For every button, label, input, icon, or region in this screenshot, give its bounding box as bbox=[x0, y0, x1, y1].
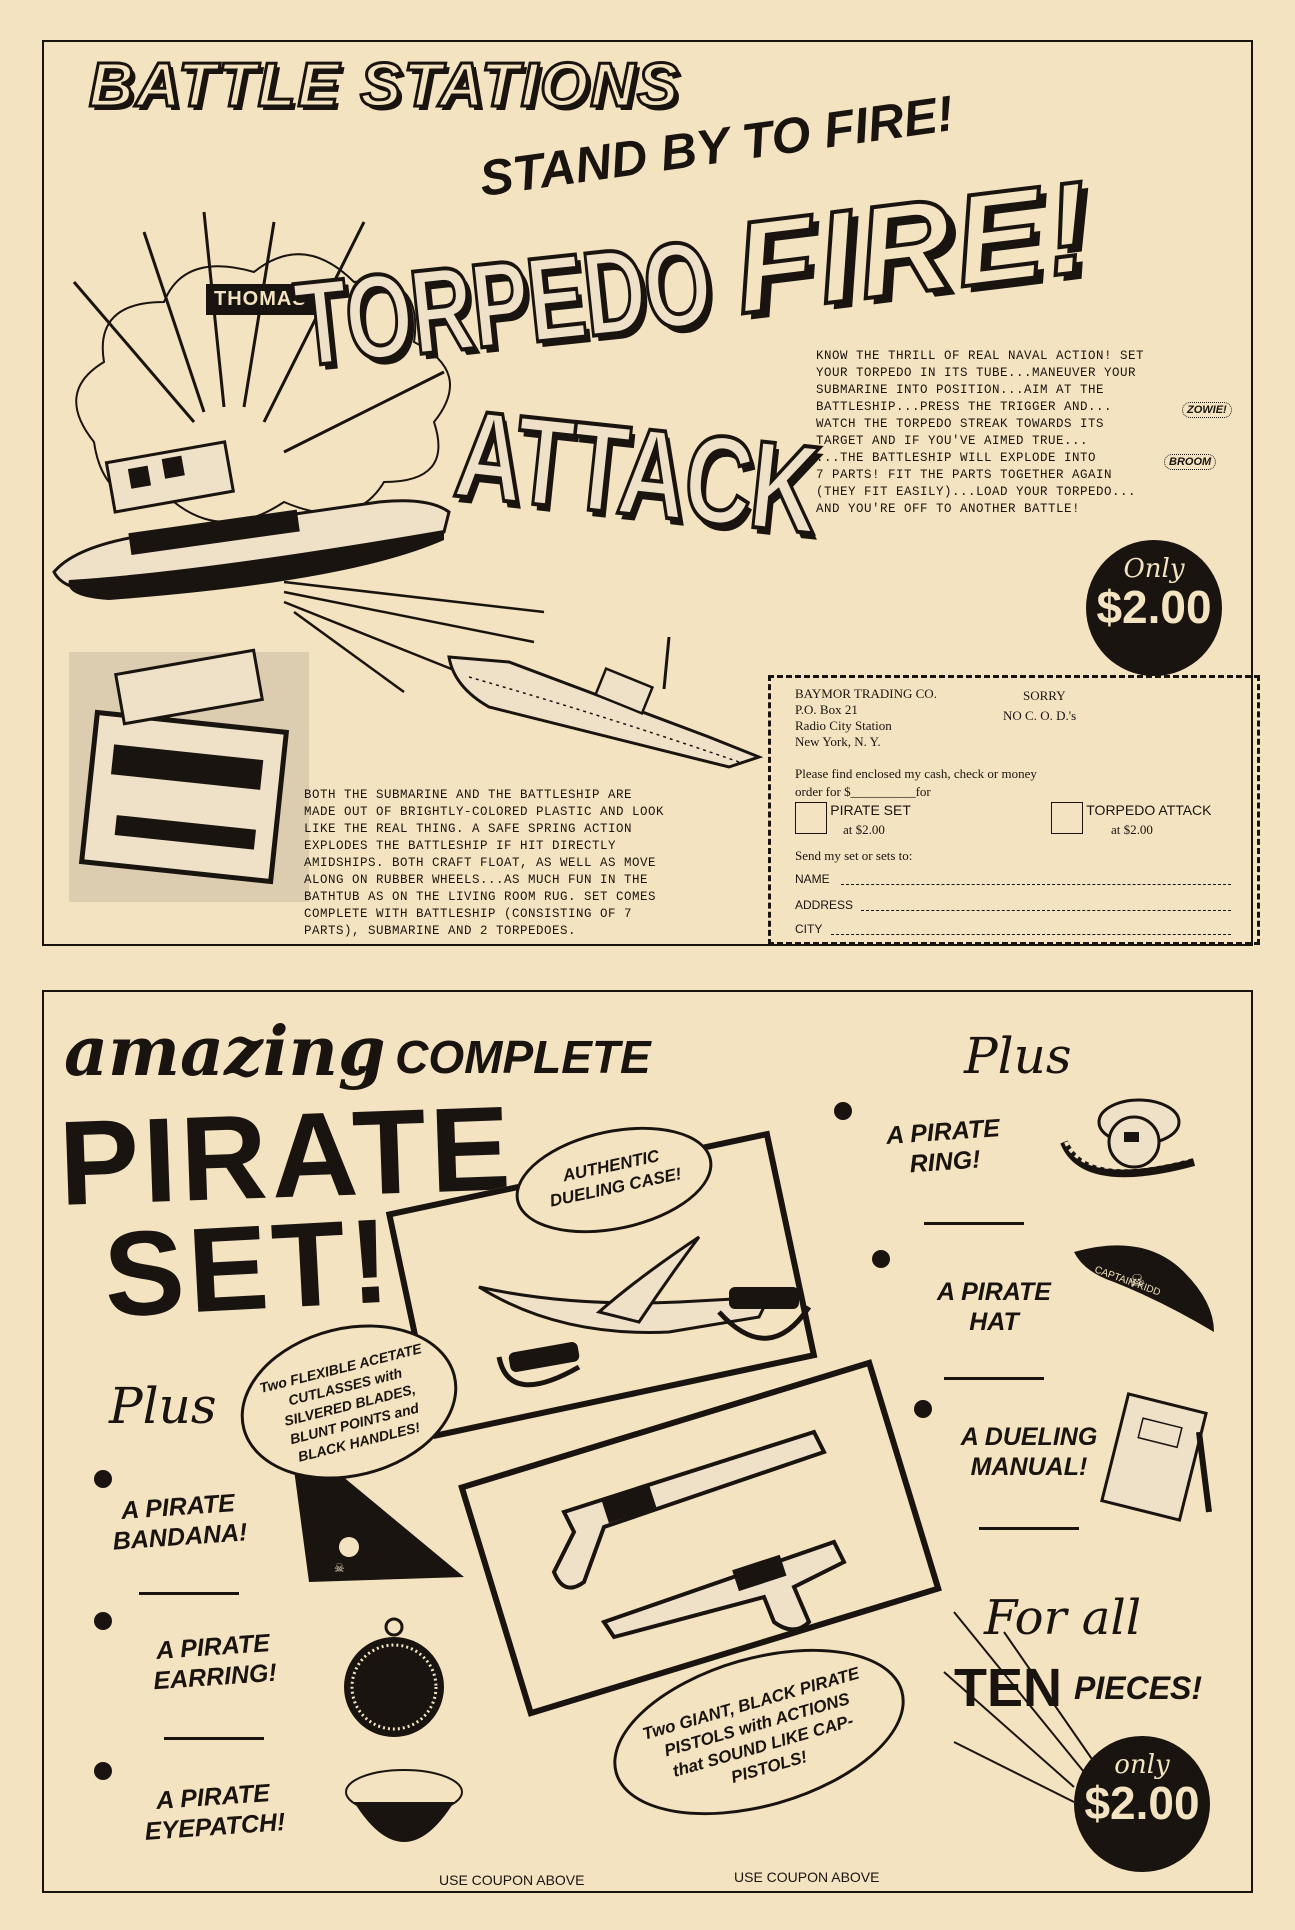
set-headline: SET! bbox=[100, 1193, 397, 1343]
plus-right: Plus bbox=[964, 1027, 1072, 1085]
torpedo-attack-ad: BATTLE STATIONS STAND BY TO FIRE! FIRE! … bbox=[42, 40, 1253, 946]
pistols-icon bbox=[551, 1429, 847, 1640]
ten-label: TEN bbox=[954, 1658, 1062, 1718]
torpedo-attack-checkbox[interactable] bbox=[1051, 802, 1083, 834]
svg-text:☠: ☠ bbox=[334, 1561, 345, 1575]
send-to-label: Send my set or sets to: bbox=[795, 848, 913, 863]
pirate-set-label: PIRATE SET bbox=[830, 802, 911, 818]
instruction-line-2: order for $__________for bbox=[795, 784, 931, 799]
pirate-set-price: at $2.00 bbox=[843, 822, 885, 837]
footer-coupon-note-1: USE COUPON ABOVE bbox=[439, 1872, 585, 1888]
bullet-dot bbox=[94, 1470, 112, 1488]
sorry-label: SORRY bbox=[1023, 688, 1066, 703]
amazing-script: amazing bbox=[64, 1012, 386, 1092]
item-bandana: A PIRATE BANDANA! bbox=[111, 1489, 249, 1556]
bullet-dot bbox=[914, 1400, 932, 1418]
pirate-hat-icon: CAPTAIN KIDD ☠ bbox=[1074, 1245, 1214, 1332]
plus-left: Plus bbox=[109, 1377, 217, 1435]
price-only-label: only bbox=[1114, 1750, 1170, 1780]
item-divider bbox=[944, 1377, 1044, 1380]
option-torpedo-attack[interactable]: TORPEDO ATTACK at $2.00 bbox=[1051, 802, 1212, 838]
pirate-set-ad: amazing ... COMPLETE PIRATE SET! Plus Pl… bbox=[42, 990, 1253, 1893]
svg-text:☠: ☠ bbox=[1129, 1271, 1145, 1292]
price-value: $2.00 bbox=[1084, 1777, 1200, 1829]
pieces-label: PIECES! bbox=[1074, 1670, 1203, 1706]
item-hat: A PIRATE HAT bbox=[937, 1278, 1051, 1336]
earring-icon bbox=[344, 1617, 444, 1737]
eyepatch-icon bbox=[345, 1769, 463, 1842]
torpedo-attack-label: TORPEDO ATTACK bbox=[1086, 802, 1212, 818]
product-description: BOTH THE SUBMARINE AND THE BATTLESHIP AR… bbox=[304, 788, 665, 938]
instruction-line-1: Please find enclosed my cash, check or m… bbox=[795, 766, 1037, 781]
item-earring: A PIRATE EARRING! bbox=[152, 1629, 278, 1696]
for-all-script: For all bbox=[984, 1590, 1142, 1646]
product-box-photo bbox=[69, 648, 309, 902]
name-label: NAME bbox=[795, 872, 830, 886]
bullet-dot bbox=[94, 1762, 112, 1780]
submarine-icon bbox=[52, 440, 451, 600]
mailing-address: BAYMOR TRADING CO. P.O. Box 21 Radio Cit… bbox=[795, 686, 937, 749]
sfx-zowie: ZOWIE! bbox=[1182, 402, 1232, 418]
city-field[interactable] bbox=[831, 934, 1231, 935]
item-eyepatch: A PIRATE EYEPATCH! bbox=[143, 1779, 287, 1846]
item-divider bbox=[164, 1737, 264, 1740]
burst-lines-icon bbox=[943, 1611, 1095, 1803]
item-divider bbox=[979, 1527, 1079, 1530]
price-badge-top: Only $2.00 bbox=[1086, 540, 1222, 676]
brand-thomas: THOMAS bbox=[206, 284, 315, 315]
ring-icon bbox=[1060, 1098, 1196, 1178]
address-field[interactable] bbox=[861, 910, 1231, 911]
complete-label: ... COMPLETE bbox=[344, 1031, 651, 1083]
name-field[interactable] bbox=[841, 884, 1231, 885]
item-manual: A DUELING MANUAL! bbox=[960, 1423, 1098, 1481]
bullet-dot bbox=[94, 1612, 112, 1630]
item-ring: A PIRATE RING! bbox=[885, 1114, 1001, 1179]
order-coupon[interactable]: BAYMOR TRADING CO. P.O. Box 21 Radio Cit… bbox=[768, 675, 1260, 945]
item-divider bbox=[924, 1222, 1024, 1225]
fire-headline: FIRE! bbox=[724, 151, 1103, 344]
headline-battle-stations: BATTLE STATIONS bbox=[87, 50, 681, 122]
dueling-manual-icon bbox=[1100, 1392, 1212, 1522]
battleship-icon bbox=[447, 636, 764, 769]
pirate-set-checkbox[interactable] bbox=[795, 802, 827, 834]
price-badge-bottom: only $2.00 bbox=[1074, 1736, 1210, 1872]
option-pirate-set[interactable]: PIRATE SET at $2.00 bbox=[795, 802, 911, 838]
bullet-dot bbox=[872, 1250, 890, 1268]
action-copy: KNOW THE THRILL OF REAL NAVAL ACTION! SE… bbox=[816, 349, 1145, 516]
address-label: ADDRESS bbox=[795, 898, 854, 912]
sfx-broom: BROOM bbox=[1164, 454, 1217, 470]
torpedo-attack-price: at $2.00 bbox=[1111, 822, 1153, 837]
bullet-dot bbox=[834, 1102, 852, 1120]
cutlass-icon bbox=[478, 1235, 812, 1388]
footer-coupon-note-2: USE COUPON ABOVE bbox=[734, 1869, 880, 1885]
price-only-label: Only bbox=[1123, 554, 1185, 584]
city-label: CITY bbox=[795, 922, 823, 936]
item-divider bbox=[139, 1592, 239, 1595]
price-value: $2.00 bbox=[1096, 581, 1212, 633]
no-cod-label: NO C. O. D.'s bbox=[1003, 708, 1077, 723]
